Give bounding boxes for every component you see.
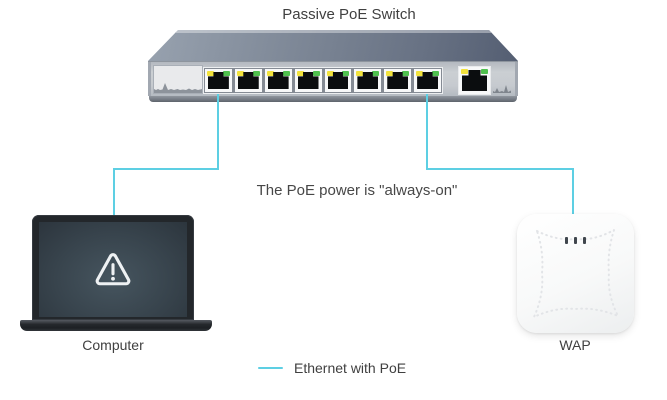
ethernet-port (294, 69, 322, 92)
port-led-green-icon (402, 71, 410, 76)
wap-status-leds (517, 237, 634, 244)
laptop-screen-display (39, 222, 187, 317)
diagram-title: Passive PoE Switch (282, 6, 416, 23)
ethernet-port (414, 69, 441, 92)
port-led-yellow-icon (416, 71, 424, 76)
port-led-green-icon (282, 71, 290, 76)
port-led-green-icon (312, 71, 320, 76)
cable-to-wap (426, 168, 574, 170)
port-led-yellow-icon (236, 71, 244, 76)
cable-port8-drop (426, 94, 428, 169)
port-led-yellow-icon (386, 71, 394, 76)
ethernet-port (324, 69, 352, 92)
legend: Ethernet with PoE (258, 360, 406, 376)
ethernet-poe-line-icon (258, 366, 283, 370)
port-led-yellow-icon (296, 71, 304, 76)
wap-label: WAP (559, 337, 591, 353)
poe-always-on-note: The PoE power is "always-on" (256, 182, 458, 199)
poe-switch (148, 30, 518, 102)
cable-to-computer (113, 168, 219, 170)
cable-wap-drop (572, 168, 574, 214)
vent-pattern-icon (493, 85, 511, 93)
port-led-yellow-icon (326, 71, 334, 76)
port-led-green-icon (432, 71, 439, 76)
switch-uplink-port (458, 66, 491, 95)
ethernet-port (264, 69, 292, 92)
port-led-green-icon (372, 71, 380, 76)
port-led-yellow-icon (207, 71, 214, 76)
port-led-yellow-icon (356, 71, 364, 76)
wap-device (517, 214, 634, 333)
ethernet-port (459, 67, 490, 94)
wap-led-icon (583, 237, 586, 244)
ethernet-port (234, 69, 262, 92)
port-led-green-icon (252, 71, 260, 76)
port-led-yellow-icon (461, 69, 468, 74)
switch-front-panel (148, 61, 518, 96)
port-led-yellow-icon (266, 71, 274, 76)
vent-pattern-icon (154, 83, 202, 93)
wap-led-icon (574, 237, 577, 244)
port-led-green-icon (222, 71, 230, 76)
port-led-green-icon (342, 71, 350, 76)
switch-left-vent-panel (153, 65, 203, 94)
computer-label: Computer (82, 337, 144, 353)
wap-led-icon (565, 237, 568, 244)
switch-port-group (203, 67, 443, 94)
switch-top-face (148, 30, 518, 61)
warning-icon (95, 252, 131, 285)
ethernet-port (384, 69, 412, 92)
port-led-green-icon (481, 69, 488, 74)
laptop-screen (32, 215, 194, 320)
laptop-base (20, 320, 212, 331)
switch-base-edge (149, 96, 517, 102)
ethernet-port (354, 69, 382, 92)
ethernet-port (205, 69, 232, 92)
cable-port1-drop (217, 94, 219, 169)
cable-computer-drop (113, 168, 115, 215)
switch-right-vent (493, 80, 511, 93)
computer-device (20, 215, 212, 331)
legend-label: Ethernet with PoE (294, 360, 407, 376)
wap-dotted-pattern-icon (531, 227, 621, 320)
